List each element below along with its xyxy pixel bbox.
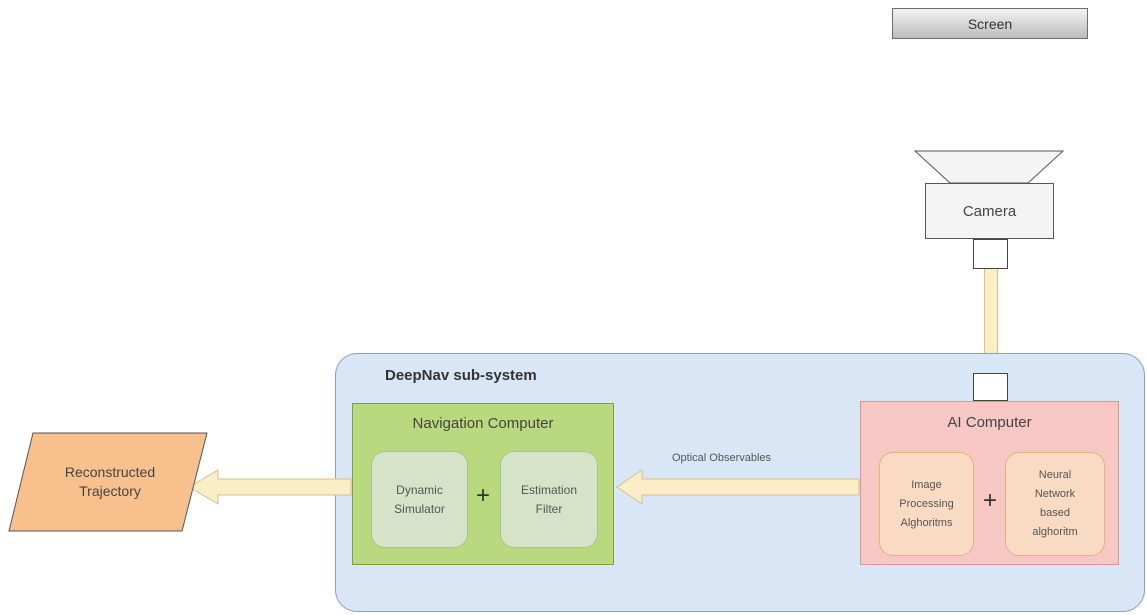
output-arrow (188, 469, 352, 505)
camera-connector-port (973, 239, 1008, 269)
reconstructed-trajectory-node (8, 432, 208, 532)
image-processing-node: Image Processing Alghoritms (879, 452, 974, 556)
ai-computer-title: AI Computer (947, 414, 1032, 431)
reconstructed-trajectory-label: Reconstructed Trajectory (25, 447, 195, 517)
image-processing-label-line2: Processing (899, 497, 954, 510)
estimation-filter-node: Estimation Filter (500, 451, 598, 548)
neural-network-label-line4: alghoritm (1032, 526, 1078, 538)
dynamic-simulator-label-line2: Simulator (394, 501, 445, 516)
optical-observables-arrow (616, 469, 860, 505)
camera-label: Camera (962, 202, 1017, 220)
navigation-computer-title: Navigation Computer (412, 415, 554, 432)
subsystem-title: DeepNav sub-system (385, 367, 537, 384)
estimation-filter-label-line1: Estimation (520, 482, 578, 497)
image-processing-label-line1: Image (911, 478, 942, 491)
dynamic-simulator-label-line1: Dynamic (396, 482, 443, 497)
dynamic-simulator-node: Dynamic Simulator (371, 451, 468, 548)
optical-observables-label: Optical Observables (672, 452, 772, 464)
nav-plus-operator: + (476, 482, 491, 509)
estimation-filter-label-line2: Filter (535, 501, 563, 516)
trajectory-label-line2: Trajectory (79, 483, 141, 499)
screen-label: Screen (967, 15, 1013, 32)
camera-node: Camera (925, 183, 1054, 239)
neural-network-node: Neural Network based alghoritm (1005, 452, 1105, 556)
trajectory-label-line1: Reconstructed (64, 464, 156, 480)
image-processing-label-line3: Alghoritms (900, 516, 953, 529)
camera-cable (984, 269, 998, 373)
screen-node: Screen (892, 8, 1088, 39)
neural-network-label-line2: Network (1034, 488, 1076, 500)
ai-plus-operator: + (983, 487, 998, 514)
subsystem-connector-port (973, 373, 1008, 401)
neural-network-label-line3: based (1040, 507, 1070, 519)
camera-lens (914, 150, 1064, 184)
neural-network-label-line1: Neural (1038, 469, 1072, 481)
